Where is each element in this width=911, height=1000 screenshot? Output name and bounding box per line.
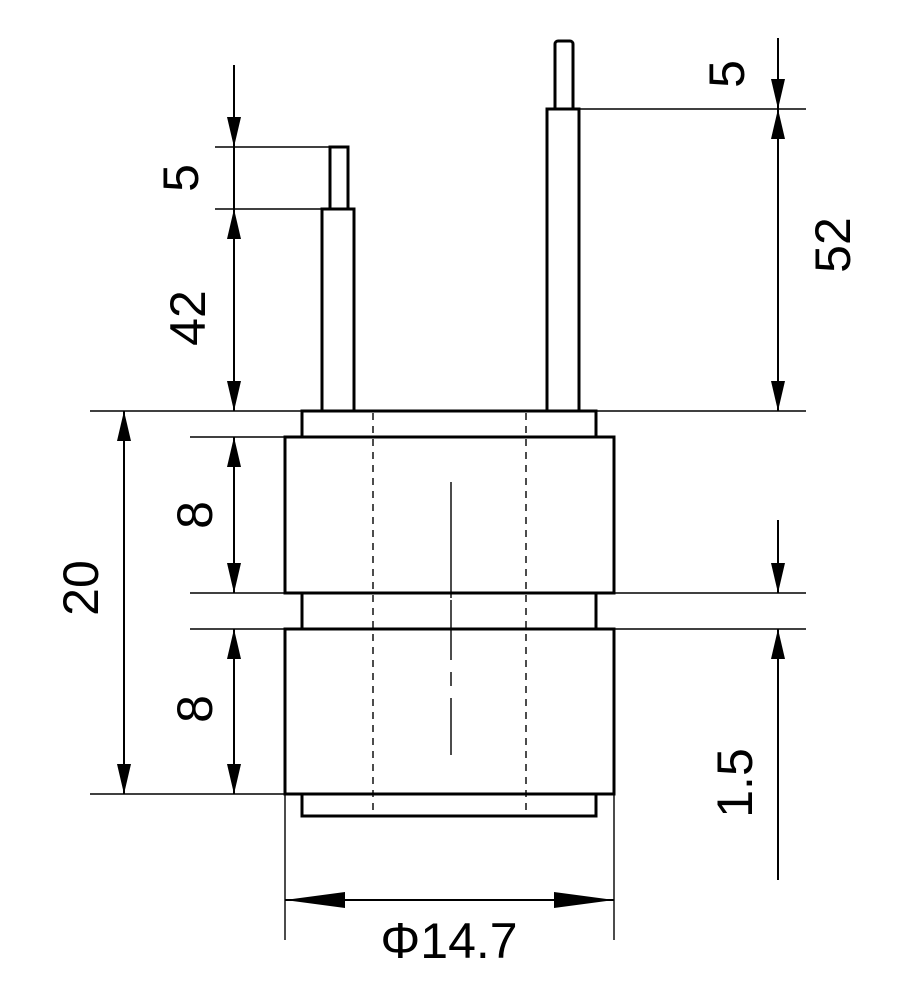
middle-spacer: [300, 591, 598, 631]
dim-top-ring-height: 8: [167, 501, 223, 529]
arrow-8-bottom-a: [227, 629, 241, 659]
dim-left-pin-tip: 5: [153, 164, 209, 192]
left-pin-tip: [328, 145, 350, 213]
dim-right-pin-tip: 5: [699, 60, 755, 88]
arrow-52-top: [771, 109, 785, 139]
dim-bottom-ring-height: 8: [167, 695, 223, 723]
bottom-flange: [300, 792, 598, 818]
arrow-1-5-top: [771, 563, 785, 593]
right-pin-tip: [553, 39, 575, 113]
arrow-dia-left: [285, 892, 345, 908]
top-ring: [283, 435, 616, 595]
dim-gap-height: 1.5: [707, 748, 763, 818]
dim-overall-height: 20: [53, 560, 109, 616]
dim-left-pin-length: 42: [160, 290, 216, 346]
dim-diameter: Φ14.7: [380, 913, 517, 969]
arrow-8-top-a: [227, 437, 241, 467]
arrow-5-left-bottom: [227, 209, 241, 239]
arrow-5-left-top: [227, 117, 241, 147]
right-pin-shaft: [545, 107, 581, 414]
arrow-52-bottom: [771, 381, 785, 411]
bottom-ring: [283, 627, 616, 796]
extension-lines: [90, 108, 806, 940]
arrow-20-bottom: [117, 764, 131, 794]
dimension-labels: 5 42 5 52 8 8 20 1.5 Φ14.7: [53, 60, 861, 969]
left-pin-shaft: [320, 207, 356, 414]
dim-right-pin-length: 52: [805, 217, 861, 273]
arrow-5-right-top: [771, 79, 785, 109]
arrow-8-bottom-b: [227, 764, 241, 794]
arrow-42-bottom: [227, 381, 241, 411]
arrow-dia-right: [554, 892, 614, 908]
dimension-lines: [117, 38, 785, 908]
top-flange: [300, 409, 598, 439]
arrow-20-top: [117, 411, 131, 441]
arrow-1-5-bottom: [771, 629, 785, 659]
arrow-8-top-b: [227, 563, 241, 593]
component-body: [283, 39, 616, 818]
